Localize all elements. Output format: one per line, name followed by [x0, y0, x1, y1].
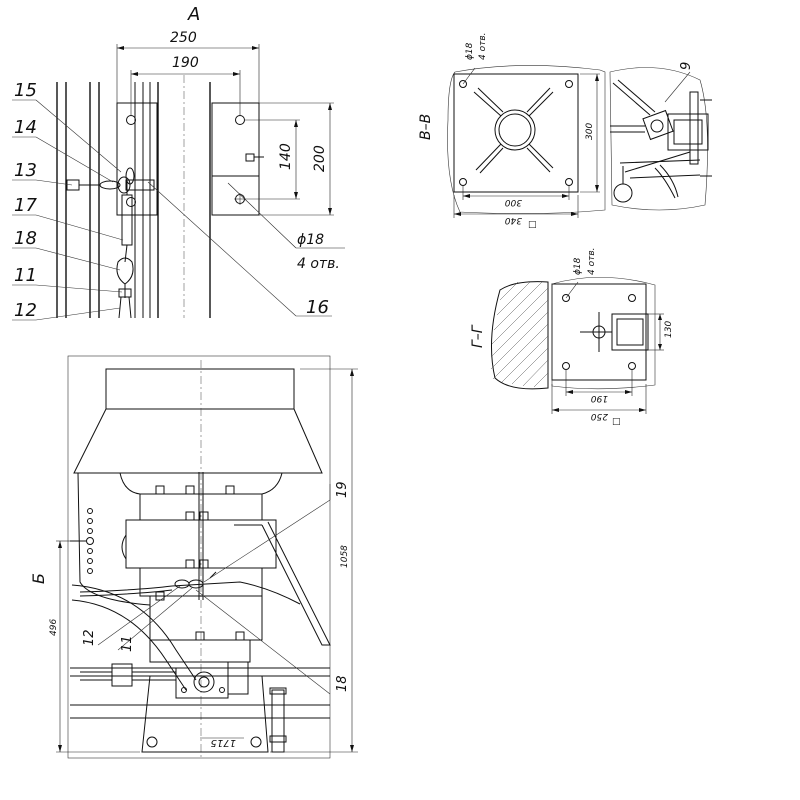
view-a: А — [12, 4, 345, 321]
dim-190: 190 — [172, 55, 199, 71]
callout-12b: 12 — [82, 629, 97, 646]
callout-9: 9 — [679, 62, 694, 70]
dim-1715: 1715 — [211, 737, 236, 748]
view-vv-title: В–В — [418, 114, 434, 140]
view-gg: Г–Г ϕ18 4 отв. — [470, 247, 674, 427]
hole-count-a: 4 отв. — [297, 256, 340, 272]
dim-130: 130 — [664, 321, 674, 338]
dim-1058: 1058 — [340, 545, 350, 568]
view-a-title: А — [187, 4, 200, 25]
dim-250-gg: 250 — [591, 411, 608, 421]
dim-190-gg: 190 — [591, 393, 608, 403]
callout-11b: 11 — [120, 635, 135, 652]
callout-18b: 18 — [335, 675, 350, 692]
dim-140: 140 — [278, 143, 294, 170]
callout-19: 19 — [335, 481, 350, 498]
dim-496: 496 — [49, 619, 59, 636]
square-sym-gg: □ — [612, 417, 621, 427]
hole-dia-gg: ϕ18 — [573, 257, 583, 275]
callout-16: 16 — [306, 297, 329, 318]
callout-17: 17 — [14, 195, 37, 216]
callout-13: 13 — [14, 160, 37, 181]
callout-14: 14 — [14, 117, 37, 138]
dim-300-bottom: 300 — [505, 197, 522, 207]
dim-250: 250 — [170, 30, 197, 46]
hole-dia-vv: ϕ18 — [465, 42, 475, 60]
view-b: Б — [29, 355, 358, 760]
hole-count-vv: 4 отв. — [478, 32, 488, 60]
view-gg-title: Г–Г — [470, 324, 486, 348]
callout-11: 11 — [14, 265, 37, 286]
view-b-title: Б — [29, 573, 48, 584]
callout-18: 18 — [14, 228, 37, 249]
callout-12: 12 — [14, 300, 37, 321]
dim-200: 200 — [312, 145, 328, 172]
hole-count-gg: 4 отв. — [587, 247, 597, 275]
dim-340: 340 — [505, 215, 522, 225]
dim-300-side: 300 — [585, 123, 595, 140]
view-vv: В–В ϕ18 4 отв. 300 — [418, 32, 712, 230]
square-sym-vv: □ — [528, 220, 537, 230]
callout-15: 15 — [14, 80, 37, 101]
hole-dia-a: ϕ18 — [297, 232, 324, 248]
